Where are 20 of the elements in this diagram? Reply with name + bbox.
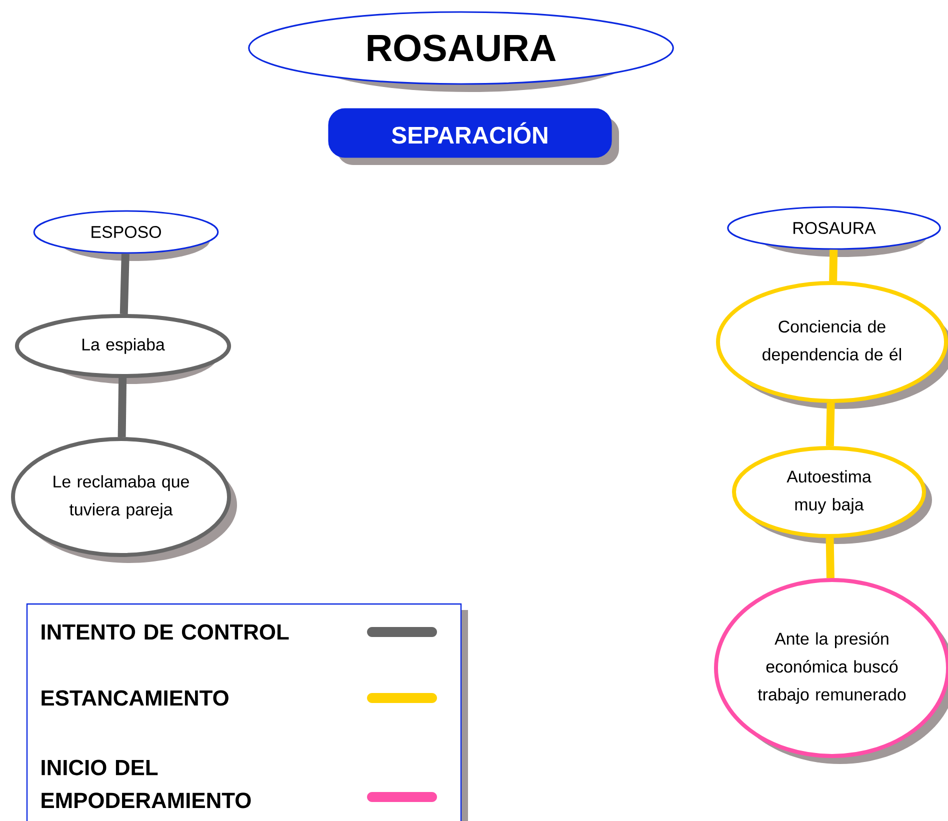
ellipse-node: Autoestima muy baja [732, 446, 932, 544]
ellipse-node: ESPOSO [33, 210, 219, 261]
node-label: Autoestima muy baja [786, 470, 872, 514]
connector-line [829, 250, 838, 282]
node-label: ROSAURA [794, 222, 876, 234]
node-label: Conciencia de dependencia de él [762, 320, 901, 364]
banner-box: SEPARACIÓN [328, 108, 619, 165]
ellipse-node: Conciencia de dependencia de él [716, 281, 948, 409]
connector-line [120, 254, 130, 314]
legend-label: INICIO DEL EMPODERAMIENTO [42, 760, 251, 808]
ellipse-node: ROSAURA [248, 11, 674, 92]
ellipse-node: La espiaba [14, 314, 232, 384]
connector-line [118, 378, 127, 438]
ellipse-node: ROSAURA [727, 206, 941, 257]
ellipse-node: Ante la presión económica buscó trabajo remunerado [714, 578, 948, 764]
node-label: Ante la presión económica buscó trabajo remunerado [758, 632, 906, 704]
legend-label: INTENTO DE CONTROL [42, 624, 289, 640]
ellipse-node: Le reclamaba que tuviera pareja [11, 437, 237, 563]
connector-line [826, 402, 835, 446]
legend-label: ESTANCAMIENTO [42, 690, 228, 706]
